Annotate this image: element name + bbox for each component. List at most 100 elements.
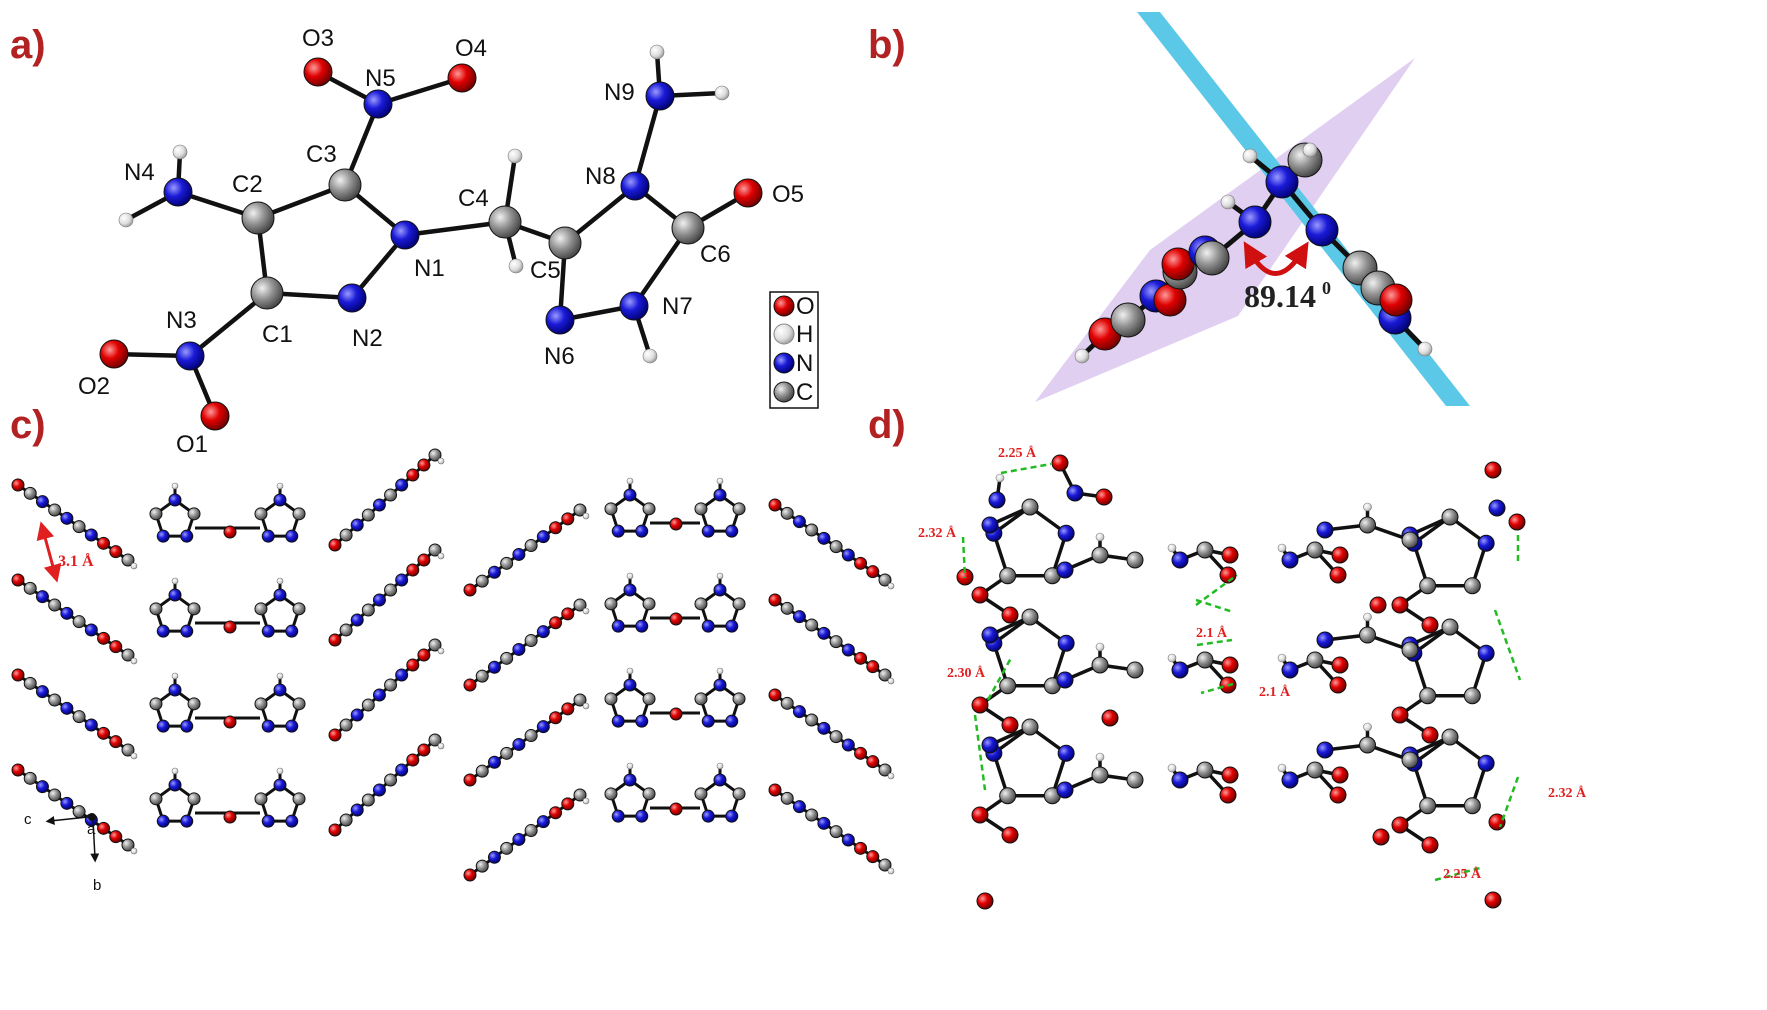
panel-d-distance-labels: 2.25 Å 2.32 Å 2.30 Å 2.1 Å 2.1 Å 2.32 Å … xyxy=(918,445,1587,882)
carbon-atom xyxy=(1194,240,1230,276)
nitrogen-atom xyxy=(156,814,170,828)
oxygen-atom xyxy=(1372,828,1390,846)
oxygen-atom xyxy=(669,517,683,531)
carbon-atom xyxy=(72,805,86,819)
nitrogen-atom xyxy=(635,619,649,633)
oxygen-atom xyxy=(109,545,123,559)
carbon-atom xyxy=(1021,498,1039,516)
atom-label-C6: C6 xyxy=(700,241,731,268)
legend-hydrogen-swatch xyxy=(773,323,795,345)
oxygen-atom xyxy=(561,607,575,621)
carbon-atom xyxy=(805,808,819,822)
nitrogen-atom xyxy=(35,685,49,699)
hydrogen-bond xyxy=(1200,682,1234,695)
nitrogen-atom xyxy=(623,773,637,787)
carbon-atom xyxy=(878,668,892,682)
atom-label-O3: O3 xyxy=(302,25,334,52)
nitrogen-atom xyxy=(372,498,386,512)
carbon-atom xyxy=(805,618,819,632)
oxygen-atom xyxy=(866,850,880,864)
nitrogen-atom xyxy=(156,529,170,543)
panel-b-atoms xyxy=(1074,142,1433,364)
hydrogen-atom xyxy=(437,552,445,560)
nitrogen-atom xyxy=(180,624,194,638)
carbon-atom xyxy=(428,448,442,462)
nitrogen-atom xyxy=(395,478,409,492)
panel-a-molecule xyxy=(99,44,763,431)
hydrogen-atom xyxy=(1302,142,1318,158)
carbon-atom xyxy=(1401,751,1419,769)
oxygen-atom xyxy=(328,728,342,742)
carbon-atom xyxy=(642,502,656,516)
oxygen-atom xyxy=(109,830,123,844)
nitrogen-atom xyxy=(635,714,649,728)
carbon-atom xyxy=(573,598,587,612)
nitrogen-atom xyxy=(545,305,575,335)
carbon-atom xyxy=(694,502,708,516)
atom-label-C2: C2 xyxy=(232,171,263,198)
hydrogen-atom xyxy=(437,457,445,465)
carbon-atom xyxy=(1126,551,1144,569)
oxygen-atom xyxy=(109,640,123,654)
hydrogen-atom xyxy=(437,647,445,655)
nitrogen-atom xyxy=(180,814,194,828)
hydrogen-atom xyxy=(1277,763,1287,773)
bond xyxy=(375,75,465,107)
oxygen-atom xyxy=(669,802,683,816)
hydrogen-atom xyxy=(172,144,188,160)
carbon-atom xyxy=(805,713,819,727)
carbon-atom xyxy=(524,539,538,553)
hydrogen-atom xyxy=(716,762,724,770)
nitrogen-atom xyxy=(1056,671,1074,689)
atom-label-C1: C1 xyxy=(262,321,293,348)
panel-c-packing xyxy=(11,448,895,882)
carbon-atom xyxy=(1463,577,1481,595)
atom-label-N6: N6 xyxy=(544,343,575,370)
nitrogen-atom xyxy=(725,809,739,823)
nitrogen-atom xyxy=(285,719,299,733)
nitrogen-atom xyxy=(623,678,637,692)
nitrogen-atom xyxy=(1171,771,1189,789)
oxygen-atom xyxy=(11,478,25,492)
atom-label-O2: O2 xyxy=(78,373,110,400)
carbon-atom xyxy=(149,697,163,711)
nitrogen-atom xyxy=(395,763,409,777)
hydrogen-atom xyxy=(171,577,179,585)
carbon-atom xyxy=(187,697,201,711)
nitrogen-atom xyxy=(635,809,649,823)
bond xyxy=(632,93,663,189)
oxygen-atom xyxy=(976,892,994,910)
carbon-atom xyxy=(573,693,587,707)
distance-label-6: 2.32 Å xyxy=(1548,785,1587,801)
oxygen-atom xyxy=(303,57,333,87)
oxygen-atom xyxy=(97,726,111,740)
nitrogen-atom xyxy=(713,583,727,597)
oxygen-atom xyxy=(669,612,683,626)
nitrogen-atom xyxy=(487,850,501,864)
carbon-atom xyxy=(292,602,306,616)
nitrogen-atom xyxy=(273,588,287,602)
carbon-atom xyxy=(524,729,538,743)
carbon-atom xyxy=(428,733,442,747)
oxygen-atom xyxy=(866,755,880,769)
oxygen-atom xyxy=(223,525,237,539)
oxygen-atom xyxy=(417,743,431,757)
oxygen-atom xyxy=(11,668,25,682)
nitrogen-atom xyxy=(285,529,299,543)
carbon-atom xyxy=(250,276,284,310)
oxygen-atom xyxy=(109,735,123,749)
carbon-atom xyxy=(878,573,892,587)
oxygen-atom xyxy=(768,498,782,512)
nitrogen-atom xyxy=(261,624,275,638)
hydrogen-atom xyxy=(276,672,284,680)
carbon-atom xyxy=(999,787,1017,805)
hydrogen-atom xyxy=(1095,642,1105,652)
atom-label-O5: O5 xyxy=(772,181,804,208)
nitrogen-atom xyxy=(273,778,287,792)
distance-label-7: 2.25 Å xyxy=(1443,866,1482,882)
nitrogen-atom xyxy=(841,548,855,562)
nitrogen-atom xyxy=(35,590,49,604)
nitrogen-atom xyxy=(611,714,625,728)
oxygen-atom xyxy=(971,806,989,824)
